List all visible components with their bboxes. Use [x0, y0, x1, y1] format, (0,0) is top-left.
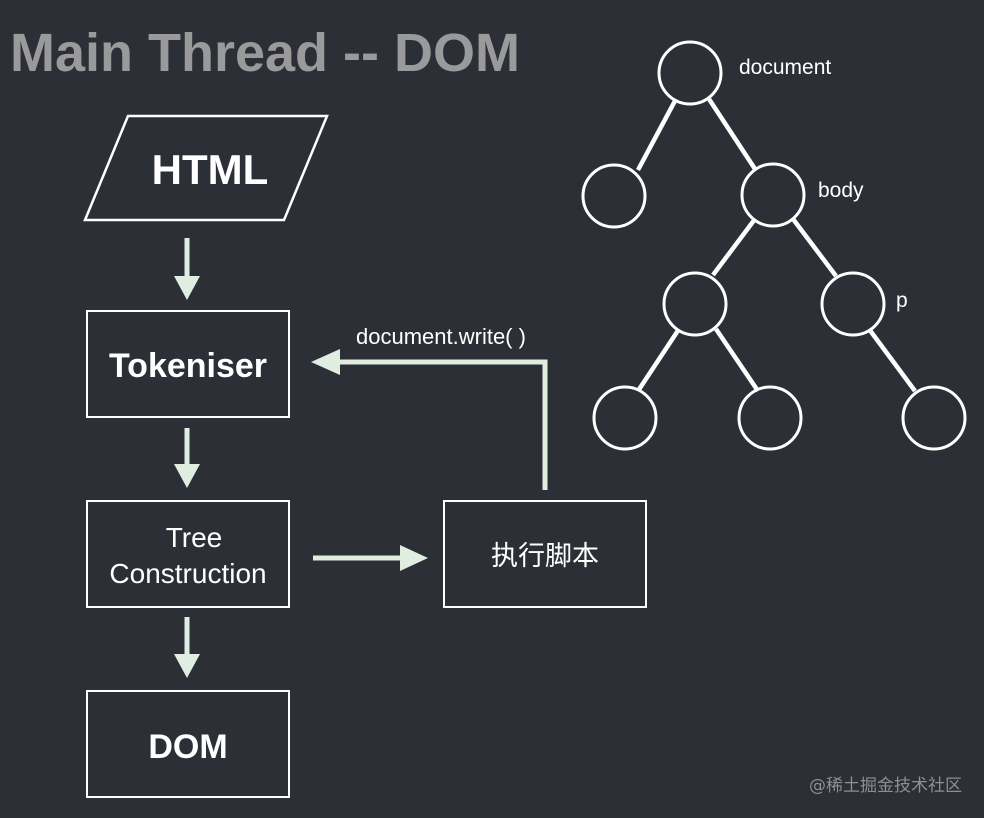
tree-node-leaf-2	[737, 385, 803, 451]
watermark: @稀土掘金技术社区	[809, 776, 962, 796]
tree-node-document	[657, 40, 723, 106]
html-input-shape	[83, 114, 329, 222]
dom-box	[86, 690, 290, 798]
tree-construction-label-line1: Tree	[166, 522, 223, 553]
tree-construction-box	[86, 500, 290, 608]
execute-script-label: 执行脚本	[491, 541, 599, 571]
html-label: HTML	[152, 146, 269, 193]
arrow-html-to-tokeniser	[174, 238, 200, 300]
document-write-label: document.write( )	[356, 324, 526, 349]
execute-script-box	[443, 500, 647, 608]
tree-label-p: p	[896, 289, 908, 312]
tree-node-body-left	[662, 271, 728, 337]
arrow-tree-to-script	[313, 545, 428, 571]
page-title: Main Thread -- DOM	[10, 23, 520, 83]
arrow-script-to-tokeniser	[311, 349, 548, 490]
tree-node-leaf-1	[592, 385, 658, 451]
dom-label: DOM	[148, 728, 227, 766]
tree-node-left-child	[581, 163, 647, 229]
tree-node-leaf-3	[901, 385, 967, 451]
arrow-tree-to-dom	[174, 617, 200, 678]
tree-construction-label-line2: Construction	[109, 558, 266, 589]
tree-label-body: body	[818, 179, 864, 202]
dom-tree-nodes	[581, 40, 967, 451]
tree-node-body	[740, 162, 806, 228]
tree-node-p	[820, 271, 886, 337]
tokeniser-box	[86, 310, 290, 418]
tree-label-document: document	[739, 56, 831, 79]
tokeniser-label: Tokeniser	[109, 347, 267, 385]
arrow-tokeniser-to-tree	[174, 428, 200, 488]
dom-tree-edges	[636, 97, 917, 393]
